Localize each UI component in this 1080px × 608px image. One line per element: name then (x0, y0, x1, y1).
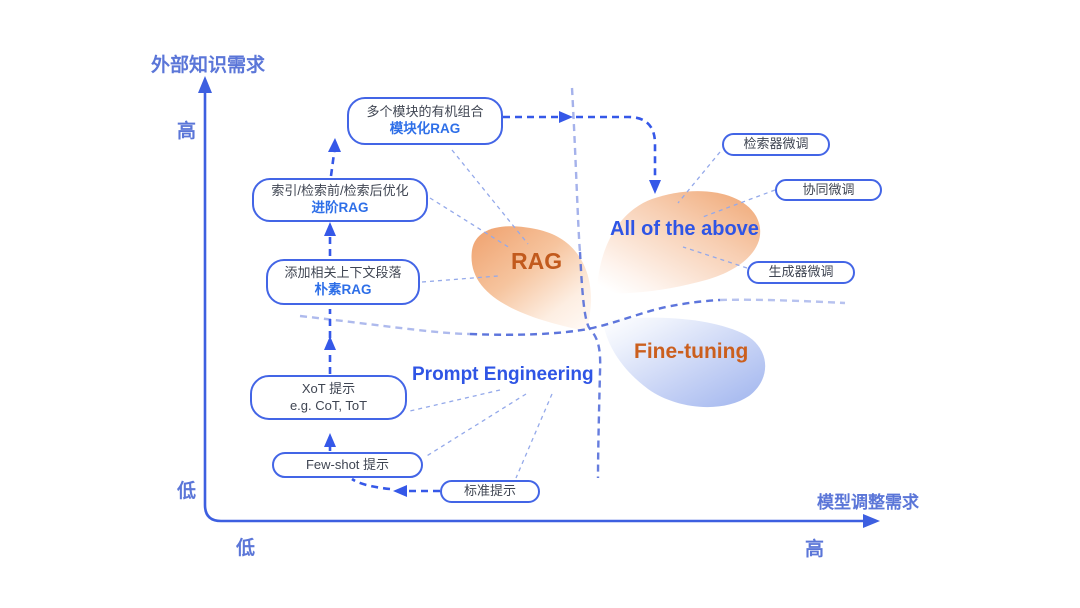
x-axis-low-label: 低 (236, 538, 256, 559)
node-naive-rag-desc: 添加相关上下文段落 (284, 265, 402, 281)
node-few-shot-prompt: Few-shot 提示 (272, 452, 423, 478)
node-few-shot-label: Few-shot 提示 (305, 456, 390, 472)
node-collaborative-label: 协同微调 (802, 181, 855, 197)
node-xot-prompt: XoT 提示 e.g. CoT, ToT (250, 375, 407, 420)
node-generator-finetune: 生成器微调 (747, 261, 855, 284)
x-axis-high-label: 高 (805, 539, 825, 560)
rag-quadrant-label: RAG (511, 248, 563, 274)
node-xot-line2: e.g. CoT, ToT (289, 397, 368, 413)
quadrant-separators (299, 87, 846, 479)
connector-advanced-to-rag (429, 197, 511, 249)
connector-collab-to-all (699, 189, 776, 219)
node-standard-prompt: 标准提示 (440, 480, 540, 503)
node-modular-rag-title: 模块化RAG (389, 120, 461, 136)
rag-blob (471, 226, 592, 331)
y-axis-high-label: 高 (177, 121, 197, 142)
node-naive-rag: 添加相关上下文段落 朴素RAG (266, 259, 420, 305)
y-axis-arrowhead (198, 76, 212, 93)
prompt-engineering-quadrant-label: Prompt Engineering (412, 364, 594, 385)
node-retriever-label: 检索器微调 (743, 136, 809, 152)
node-advanced-rag: 索引/检索前/检索后优化 进阶RAG (252, 178, 428, 222)
node-modular-rag-desc: 多个模块的有机组合 (366, 104, 484, 120)
connector-pe-to-standard (515, 393, 553, 479)
arrow-modular-to-all-curve (576, 115, 657, 182)
arrow-standard-to-fewshot-curve (351, 477, 391, 491)
y-axis-title: 外部知识需求 (151, 55, 266, 76)
y-axis-low-label: 低 (177, 481, 197, 502)
connector-retriever-to-all (677, 151, 721, 204)
fine-tuning-quadrant-label: Fine-tuning (634, 340, 749, 363)
connector-generator-to-all (682, 246, 748, 269)
node-modular-rag: 多个模块的有机组合 模块化RAG (347, 97, 503, 145)
node-collaborative-finetune: 协同微调 (775, 179, 882, 201)
x-axis-arrowhead (863, 514, 880, 528)
node-retriever-finetune: 检索器微调 (722, 133, 830, 156)
node-standard-label: 标准提示 (463, 483, 516, 499)
connector-lines (409, 149, 776, 479)
node-advanced-rag-desc: 索引/检索前/检索后优化 (271, 183, 409, 199)
connector-pe-to-fewshot (424, 393, 527, 458)
connector-pe-to-xot (409, 389, 501, 412)
node-generator-label: 生成器微调 (768, 264, 834, 280)
x-axis-title: 模型调整需求 (817, 493, 919, 512)
quadrant-blobs (471, 191, 766, 408)
all-of-above-quadrant-label: All of the above (610, 218, 759, 240)
all-of-above-blob (597, 191, 761, 294)
axes (198, 76, 880, 528)
node-naive-rag-title: 朴素RAG (314, 281, 372, 297)
evolution-arrowheads (324, 111, 661, 497)
node-xot-line1: XoT 提示 (301, 381, 356, 397)
fine-tuning-blob (603, 317, 766, 408)
node-advanced-rag-title: 进阶RAG (311, 199, 369, 215)
